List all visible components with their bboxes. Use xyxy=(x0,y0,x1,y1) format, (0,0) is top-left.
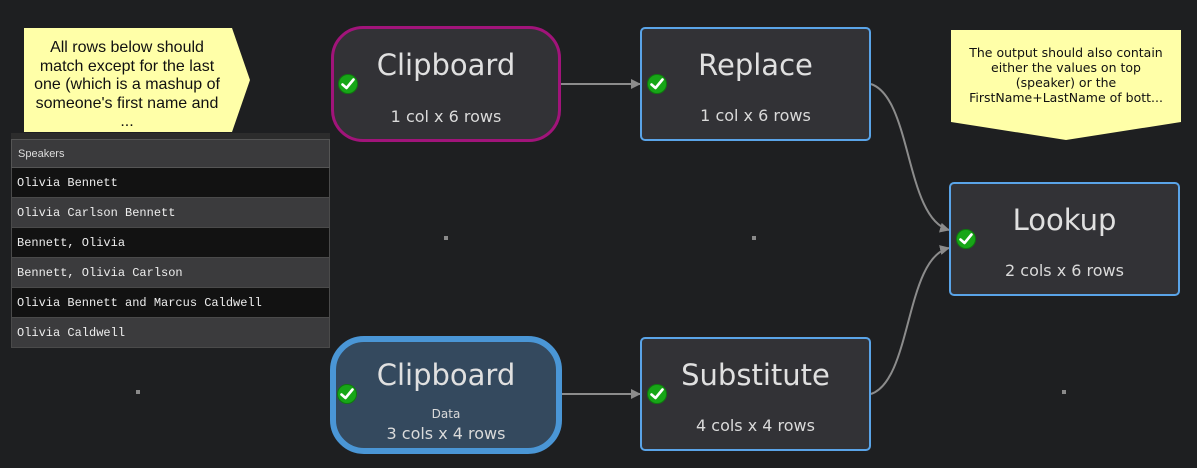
node-title: Clipboard xyxy=(376,358,516,392)
node-subtitle: 2 cols x 6 rows xyxy=(1005,261,1124,280)
node-tag: Data xyxy=(431,407,461,421)
canvas-grid-dot xyxy=(444,236,448,240)
connector-substitute-lookup xyxy=(870,245,950,395)
node-title: Clipboard xyxy=(376,48,516,82)
table-row[interactable]: Olivia Bennett and Marcus Caldwell xyxy=(11,288,330,318)
node-subtitle: 3 cols x 4 rows xyxy=(386,424,506,443)
table-row[interactable]: Bennett, Olivia xyxy=(11,228,330,258)
substitute-node[interactable]: Substitute 4 cols x 4 rows xyxy=(640,337,871,451)
replace-node[interactable]: Replace 1 col x 6 rows xyxy=(640,27,871,141)
table-row[interactable]: Bennett, Olivia Carlson xyxy=(11,258,330,288)
green-checkmark-icon xyxy=(647,384,667,404)
canvas-grid-dot xyxy=(136,390,140,394)
green-checkmark-icon xyxy=(647,74,667,94)
sticky-note-text: All rows below should match except for t… xyxy=(34,39,220,130)
canvas-grid-dot xyxy=(1062,390,1066,394)
sticky-note-left[interactable]: All rows below should match except for t… xyxy=(24,28,250,132)
clipboard-node-bottom[interactable]: Clipboard Data 3 cols x 4 rows xyxy=(330,336,562,454)
sticky-note-right[interactable]: The output should also contain either th… xyxy=(951,30,1181,140)
grid-column-header[interactable]: Speakers xyxy=(11,139,330,168)
green-checkmark-icon xyxy=(956,229,976,249)
node-title: Lookup xyxy=(1012,203,1117,237)
node-subtitle: 1 col x 6 rows xyxy=(390,107,502,126)
sticky-note-text: The output should also contain either th… xyxy=(969,45,1163,105)
node-subtitle: 4 cols x 4 rows xyxy=(696,416,815,435)
clipboard-node-top[interactable]: Clipboard 1 col x 6 rows xyxy=(331,26,561,142)
table-row[interactable]: Olivia Caldwell xyxy=(11,318,330,348)
speakers-data-grid[interactable]: Speakers Olivia Bennett Olivia Carlson B… xyxy=(11,133,330,348)
green-checkmark-icon xyxy=(338,74,358,94)
node-title: Substitute xyxy=(681,358,830,392)
green-checkmark-icon xyxy=(337,384,357,404)
canvas-grid-dot xyxy=(752,236,756,240)
table-row[interactable]: Olivia Bennett xyxy=(11,168,330,198)
lookup-node[interactable]: Lookup 2 cols x 6 rows xyxy=(949,182,1180,296)
node-subtitle: 1 col x 6 rows xyxy=(700,106,811,125)
table-row[interactable]: Olivia Carlson Bennett xyxy=(11,198,330,228)
node-title: Replace xyxy=(698,48,813,82)
connector-replace-lookup xyxy=(870,83,950,233)
